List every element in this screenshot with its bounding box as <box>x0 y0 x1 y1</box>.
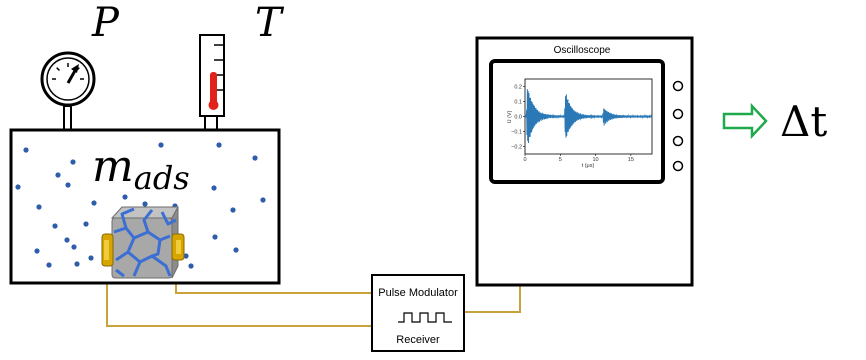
gas-molecule <box>260 197 266 203</box>
gas-molecule <box>252 155 258 161</box>
y-tick-label: 0.2 <box>514 85 522 91</box>
gas-molecule <box>188 263 194 269</box>
adsorbed-mass-label: mads <box>92 141 190 197</box>
mass-subscript: ads <box>134 159 190 197</box>
x-tick-label: 0 <box>523 157 526 163</box>
x-tick-label: 10 <box>592 157 598 163</box>
pulse-modulator-receiver: Pulse Modulator Receiver <box>371 274 465 352</box>
mass-symbol: m <box>92 141 134 192</box>
gas-molecule <box>71 244 77 250</box>
scope-knob <box>672 80 684 92</box>
scope-plot: 0 5 10 15 0.2 0.1 0.0 −0.1 −0.2 t (μs) U (V) <box>507 78 653 169</box>
gas-molecule <box>46 262 52 268</box>
x-tick-label: 5 <box>559 157 562 163</box>
time-delay-label: Δt <box>780 97 827 146</box>
wire-transducer-left <box>106 283 372 327</box>
gas-molecule <box>36 204 42 210</box>
temperature-label: T <box>255 0 285 46</box>
scope-buttons <box>672 80 684 172</box>
oscilloscope-title: Oscilloscope <box>554 45 611 56</box>
gas-molecule <box>233 247 239 253</box>
pressure-gauge <box>40 51 96 131</box>
pressure-label: P <box>91 0 120 46</box>
wire-receiver-scope <box>464 286 521 313</box>
gas-molecule <box>70 159 76 165</box>
x-tick-label: 15 <box>628 157 634 163</box>
gas-molecule <box>91 200 97 206</box>
gas-molecule <box>88 255 94 261</box>
x-axis-ticks: 0 5 10 15 <box>523 154 634 163</box>
gas-molecule <box>216 142 222 148</box>
gas-molecule <box>23 147 29 153</box>
gas-molecule <box>64 237 70 243</box>
left-transducer <box>101 233 114 267</box>
output-arrow-icon <box>722 102 768 140</box>
gas-molecule <box>230 207 236 213</box>
gas-molecule <box>52 223 58 229</box>
y-tick-label: 0.1 <box>514 100 522 106</box>
oscilloscope: Oscilloscope 0 5 10 15 0.2 0.1 0.0 −0.1 −0.2 t … <box>475 36 694 287</box>
gas-molecule <box>74 261 80 267</box>
y-tick-label: 0.0 <box>514 115 522 121</box>
gas-molecule <box>34 248 40 254</box>
receiver-label: Receiver <box>396 334 440 346</box>
x-axis-label: t (μs) <box>582 163 595 169</box>
y-axis-ticks: 0.2 0.1 0.0 −0.1 −0.2 <box>511 85 525 151</box>
gas-molecule <box>65 182 71 188</box>
pulse-train-icon <box>398 312 452 323</box>
thermometer <box>199 34 225 131</box>
gas-molecule <box>83 221 89 227</box>
y-tick-label: −0.2 <box>511 145 522 151</box>
scope-knob <box>672 135 684 147</box>
gas-molecule <box>122 194 128 200</box>
scope-knob <box>672 108 684 120</box>
gas-molecule <box>142 201 148 207</box>
waveform-line <box>524 89 653 144</box>
gas-molecule <box>158 142 164 148</box>
gas-molecule <box>15 184 21 190</box>
waveform-marks <box>524 89 653 144</box>
y-axis-label: U (V) <box>507 110 513 123</box>
gas-molecule <box>212 234 218 240</box>
gas-molecule <box>183 253 189 259</box>
gas-molecule <box>55 172 61 178</box>
right-transducer <box>171 233 185 261</box>
pulse-modulator-label: Pulse Modulator <box>378 287 458 299</box>
rock-sample <box>110 206 179 279</box>
gas-molecule <box>211 185 217 191</box>
y-tick-label: −0.1 <box>511 130 522 136</box>
scope-knob <box>672 160 684 172</box>
